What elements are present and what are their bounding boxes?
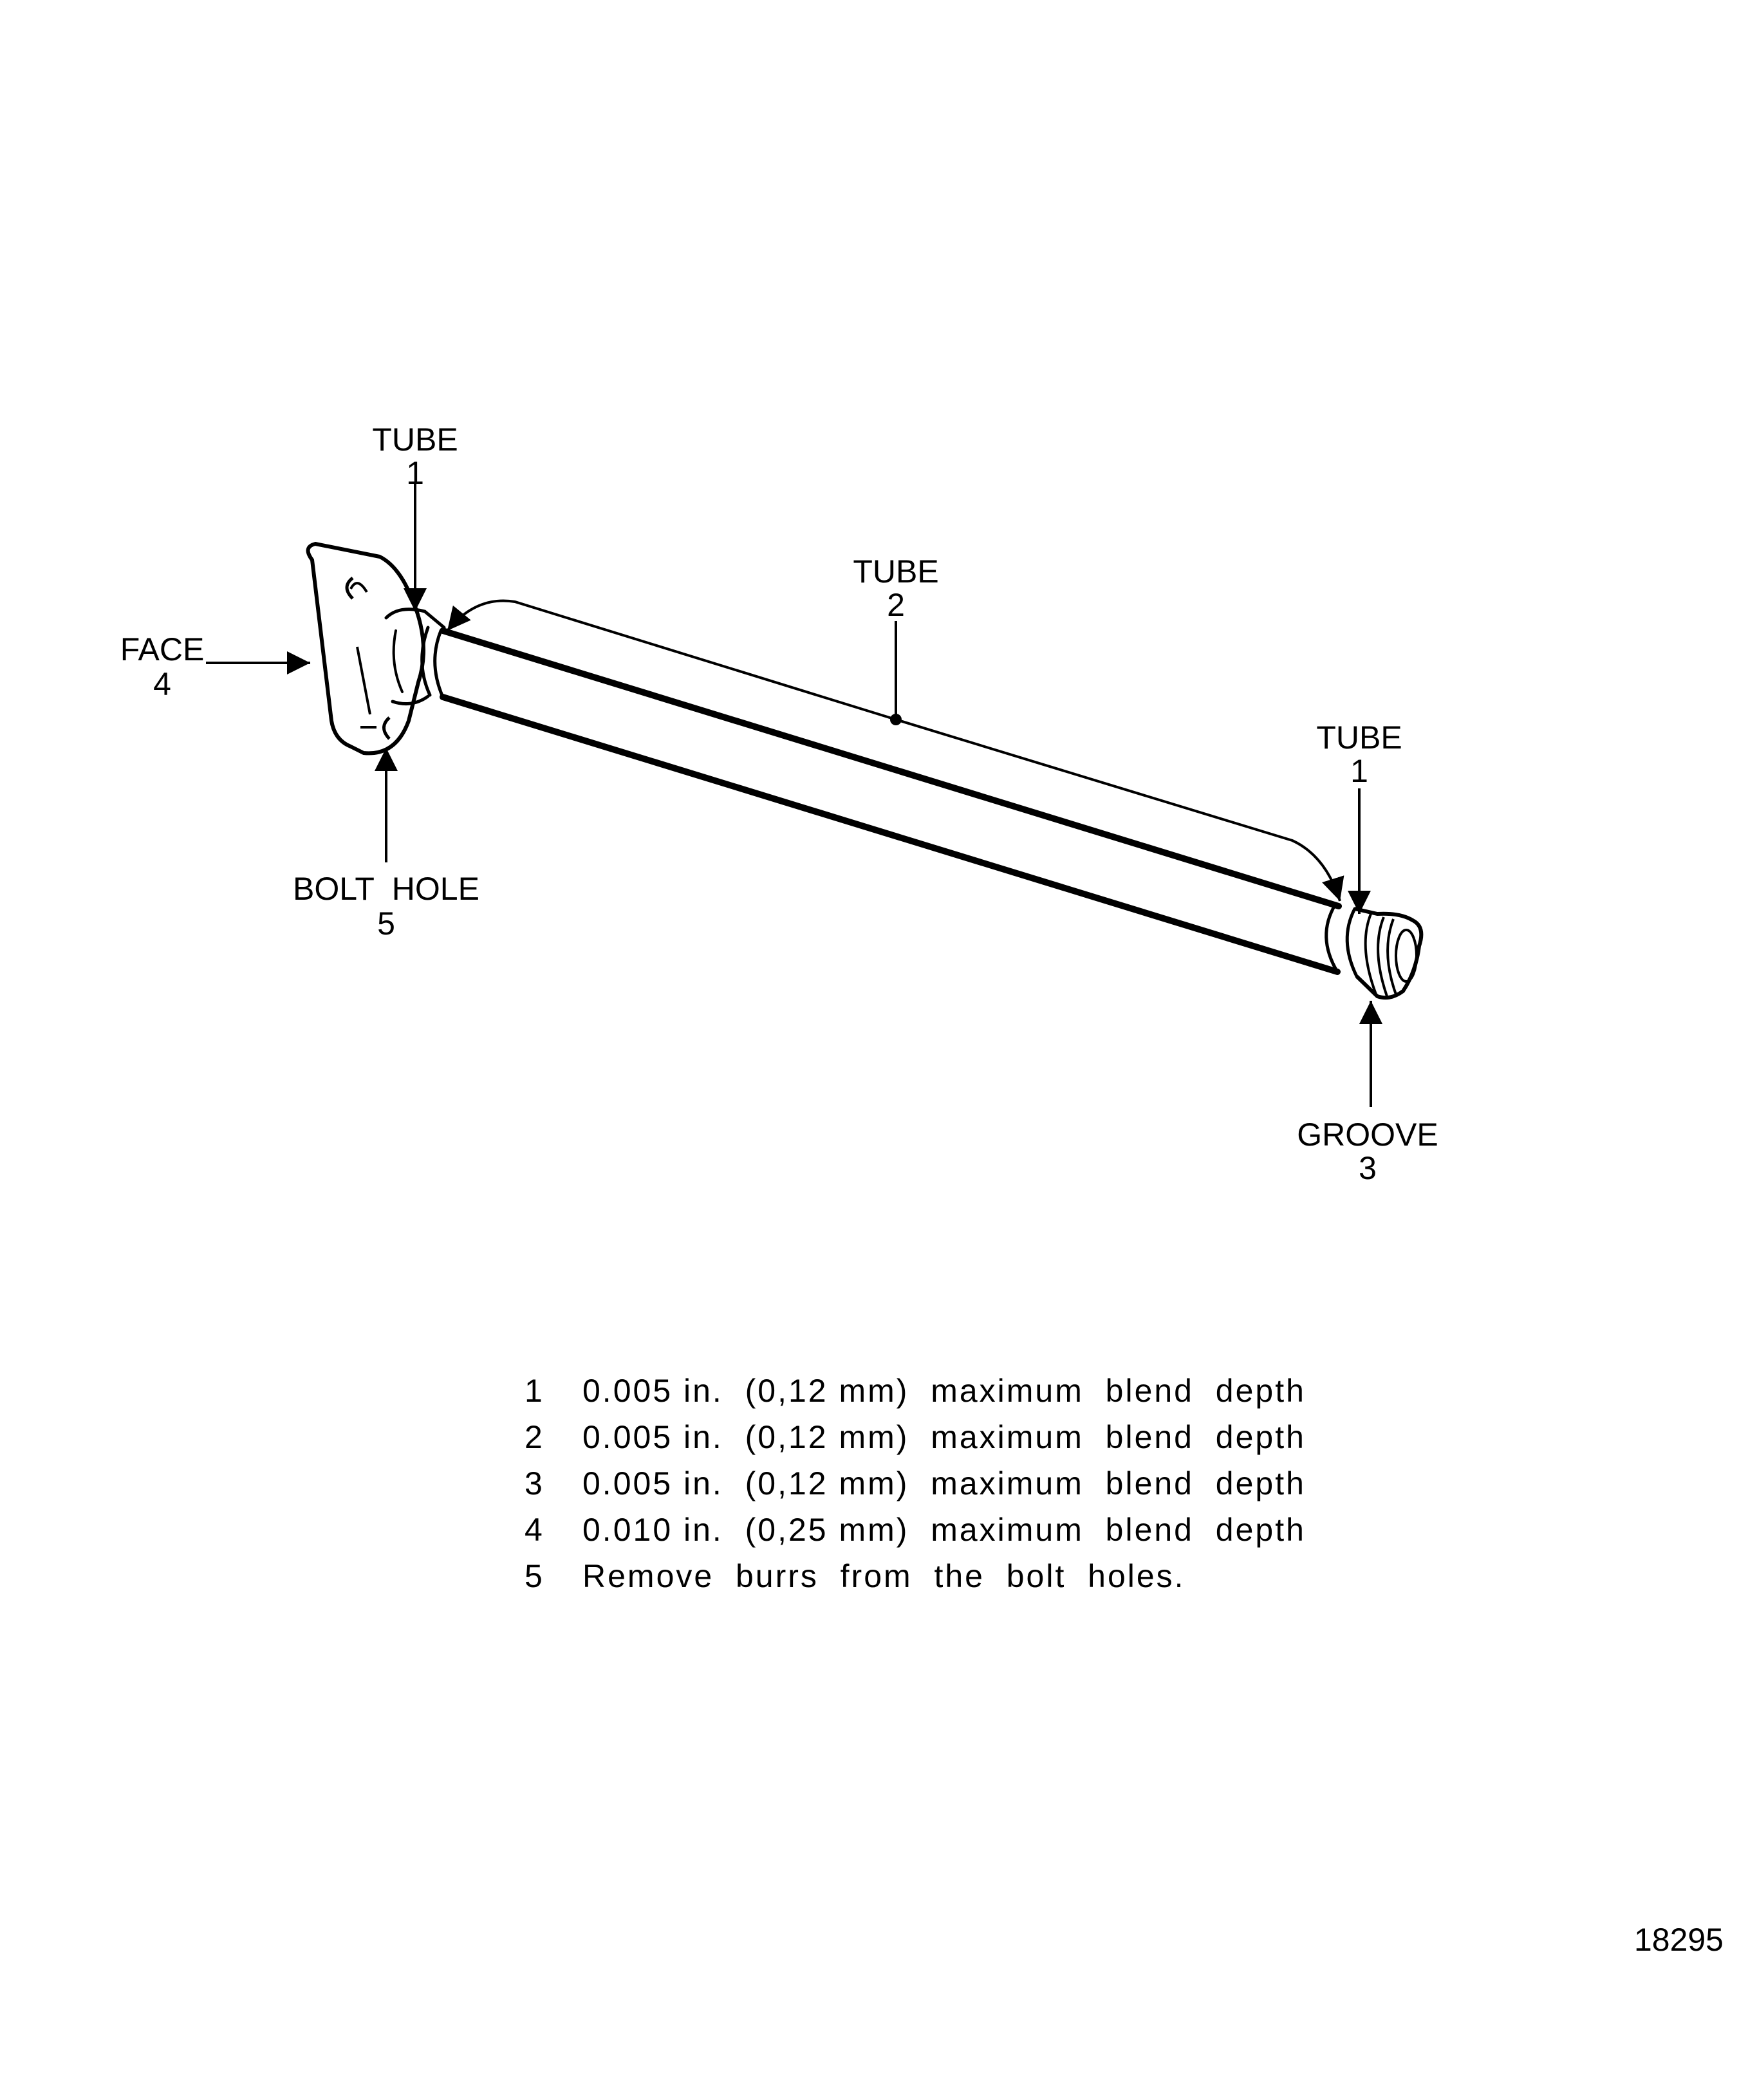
svg-text:GROOVE: GROOVE (1297, 1117, 1438, 1153)
legend-item-number: 5 (525, 1558, 544, 1594)
legend-item-text: 0.005 in. (0,12 mm) maximum blend depth (582, 1373, 1306, 1409)
legend-item-number: 3 (525, 1465, 544, 1501)
callout-tube-2: TUBE 2 (853, 553, 938, 623)
svg-text:TUBE: TUBE (853, 553, 938, 590)
callout-bolt-hole-5: BOLT HOLE 5 (293, 871, 479, 942)
callout-tube-1-right: TUBE 1 (1316, 720, 1402, 789)
leader-lines (206, 484, 1382, 1107)
svg-text:1: 1 (406, 455, 424, 491)
svg-text:3: 3 (1359, 1150, 1377, 1186)
legend-item-text: 0.005 in. (0,12 mm) maximum blend depth (582, 1419, 1306, 1455)
legend: 1 0.005 in. (0,12 mm) maximum blend dept… (525, 1368, 1306, 1599)
svg-text:2: 2 (887, 587, 905, 623)
tube-2-leader-dot (890, 714, 902, 725)
svg-text:TUBE: TUBE (372, 422, 458, 458)
legend-item: 1 0.005 in. (0,12 mm) maximum blend dept… (525, 1368, 1306, 1414)
legend-item: 3 0.005 in. (0,12 mm) maximum blend dept… (525, 1460, 1306, 1507)
legend-item: 4 0.010 in. (0,25 mm) maximum blend dept… (525, 1507, 1306, 1553)
legend-item-number: 4 (525, 1512, 544, 1548)
callout-tube-1-left: TUBE 1 (372, 422, 458, 491)
mounting-flange (306, 542, 425, 756)
svg-text:TUBE: TUBE (1316, 720, 1402, 756)
legend-item-text: Remove burrs from the bolt holes. (582, 1558, 1185, 1594)
grooved-end (1354, 907, 1424, 1000)
legend-item-text: 0.010 in. (0,25 mm) maximum blend depth (582, 1512, 1306, 1548)
legend-item-number: 1 (525, 1373, 544, 1409)
bolt-hole-icon (345, 577, 391, 740)
legend-item-number: 2 (525, 1419, 544, 1455)
legend-item: 5 Remove burrs from the bolt holes. (525, 1553, 1306, 1599)
figure-number: 18295 (1633, 1922, 1724, 1958)
svg-text:5: 5 (377, 906, 395, 942)
svg-text:BOLT HOLE: BOLT HOLE (293, 871, 479, 907)
legend-item: 2 0.005 in. (0,12 mm) maximum blend dept… (525, 1414, 1306, 1460)
callout-face-4: FACE 4 (120, 631, 205, 702)
svg-text:FACE: FACE (120, 631, 205, 667)
tube-body (384, 608, 1359, 978)
svg-text:4: 4 (153, 666, 171, 702)
callout-groove-3: GROOVE 3 (1297, 1117, 1438, 1186)
svg-text:1: 1 (1350, 753, 1368, 789)
legend-item-text: 0.005 in. (0,12 mm) maximum blend depth (582, 1465, 1306, 1501)
